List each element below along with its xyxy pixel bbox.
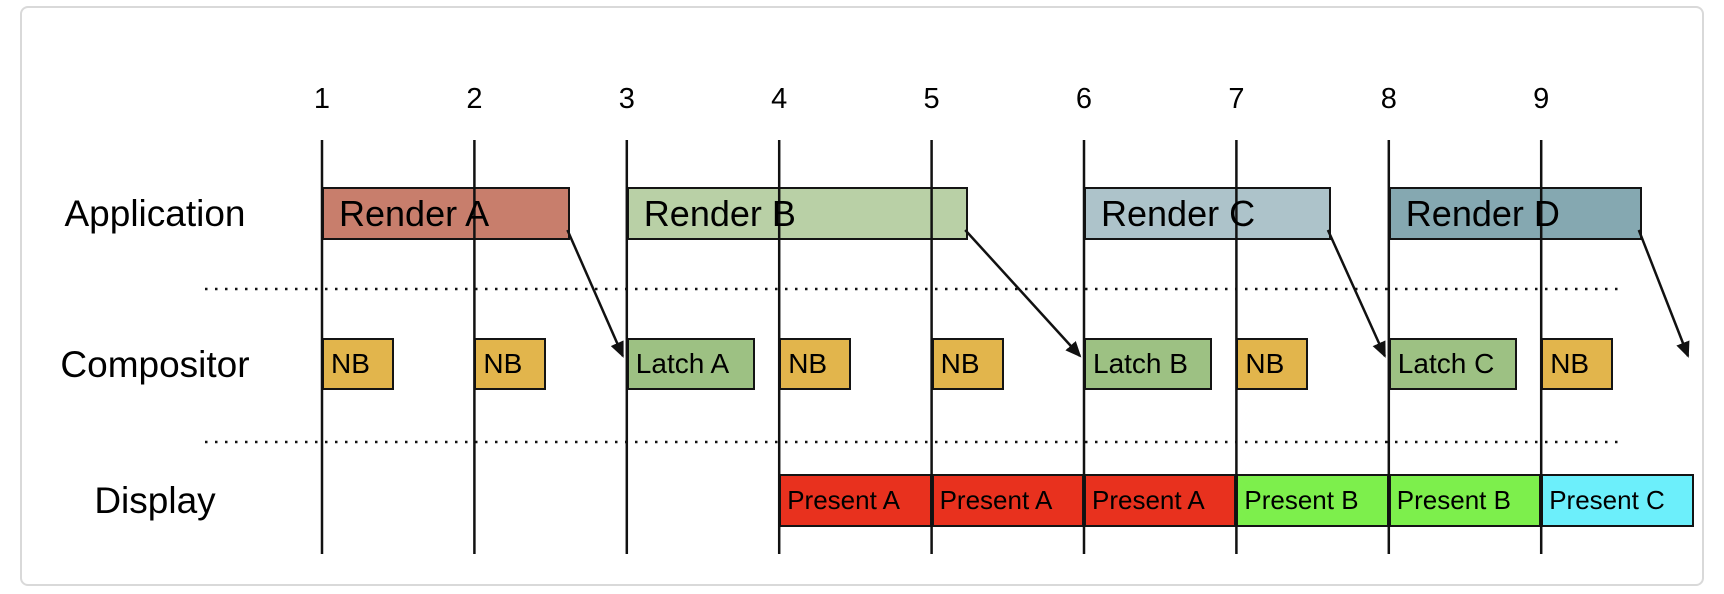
compositor-block: Latch B [1084, 338, 1212, 390]
tick-number-7: 7 [1228, 83, 1245, 115]
display-block-label: Present A [1092, 485, 1205, 515]
application-block-label: Render B [643, 192, 796, 234]
tick-number-5: 5 [923, 83, 940, 115]
compositor-block: NB [1541, 338, 1614, 390]
display-block-label: Present A [939, 485, 1053, 515]
application-block-label: Render D [1405, 192, 1560, 234]
tick-number-3: 3 [618, 83, 635, 115]
compositor-block: Latch C [1388, 338, 1517, 390]
compositor-block-label: NB [1245, 348, 1285, 379]
application-block: Render B [626, 187, 969, 240]
display-block: Present B [1388, 474, 1542, 527]
tick-number-9: 9 [1533, 83, 1550, 115]
compositor-block-label: Latch C [1397, 348, 1495, 379]
compositor-block: NB [931, 338, 1004, 390]
display-block-label: Present C [1549, 485, 1665, 515]
compositor-block-label: Latch A [635, 348, 730, 379]
compositor-block-label: Latch B [1093, 348, 1188, 379]
display-block-label: Present B [1244, 485, 1359, 515]
compositor-block-label: NB [1550, 348, 1590, 379]
compositor-block: Latch A [626, 338, 755, 390]
display-block-label: Present A [787, 485, 900, 515]
compositor-block: NB [322, 338, 394, 390]
tick-number-6: 6 [1075, 83, 1093, 115]
tick-number-8: 8 [1380, 83, 1397, 115]
compositor-block-label: NB [483, 348, 523, 379]
compositor-block: NB [1236, 338, 1309, 390]
display-block: Present A [1084, 474, 1237, 527]
row-label-compositor: Compositor [60, 344, 250, 385]
display-block: Present B [1236, 474, 1389, 527]
application-block: Render A [322, 187, 571, 240]
display-block-label: Present B [1396, 485, 1511, 515]
display-block: Present A [931, 474, 1084, 527]
tick-number-2: 2 [466, 83, 483, 115]
compositor-block: NB [474, 338, 547, 390]
application-block-label: Render A [339, 192, 490, 234]
application-block: Render D [1388, 187, 1642, 240]
tick-number-4: 4 [771, 83, 788, 115]
compositor-block-label: NB [788, 348, 828, 379]
tick-number-1: 1 [313, 83, 331, 115]
row-label-application: Application [64, 193, 246, 234]
compositor-block-label: NB [940, 348, 980, 379]
compositor-block-label: NB [331, 348, 370, 379]
application-block: Render C [1084, 187, 1331, 240]
display-block: Present A [779, 474, 932, 527]
row-label-display: Display [94, 480, 216, 521]
compositor-block: NB [779, 338, 852, 390]
application-block-label: Render C [1101, 192, 1256, 234]
display-block: Present C [1541, 474, 1694, 527]
